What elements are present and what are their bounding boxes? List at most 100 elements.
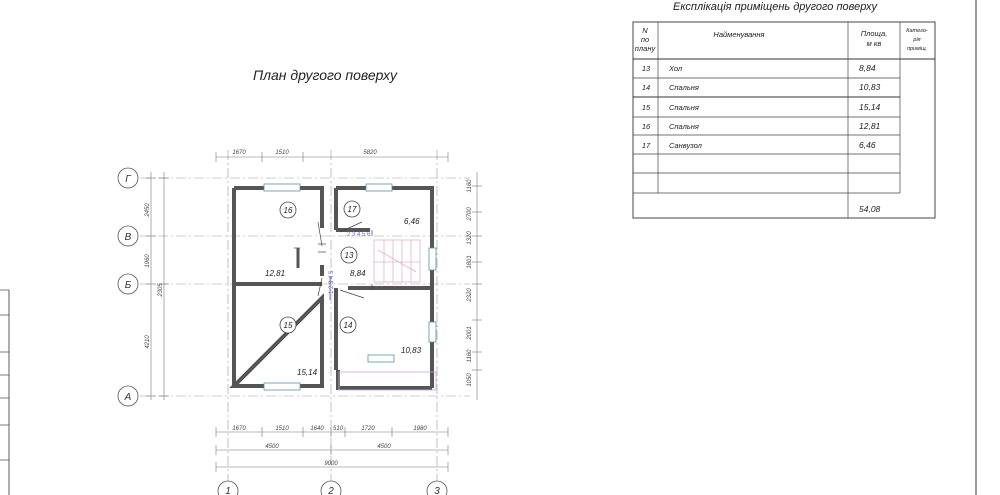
right-dim-3: 1320 (467, 231, 473, 245)
right-dim-5: 2320 (467, 288, 473, 303)
th-area-1: Площа, (861, 29, 888, 38)
bottom-dim-3: 1640 (310, 426, 324, 432)
row-area: 8,84 (859, 63, 876, 73)
table-row: 17 Санвузол 6,46 (642, 140, 876, 150)
room-17: 17 6,46 (343, 200, 420, 226)
room-15: 15 15,14 (279, 316, 318, 377)
left-dim-3: 2305 (158, 283, 164, 298)
room-16-area: 12,81 (265, 269, 285, 278)
axis-label-A: А (124, 392, 132, 403)
table-row: 16 Спальня 12,81 (642, 121, 881, 131)
row-num: 17 (642, 141, 651, 150)
top-dim-3: 5820 (363, 150, 377, 156)
bottom-dimension-line-1 (215, 427, 449, 437)
th-num-2: по (641, 35, 649, 44)
right-dim-6: 2001 (467, 326, 473, 340)
row-name: Спальня (669, 103, 699, 112)
row-name: Санвузол (669, 141, 703, 150)
grid-axes (140, 150, 470, 488)
bottom-dimension-line-2 (215, 445, 449, 455)
axis-label-B: Б (125, 280, 132, 291)
room-16: 16 12,81 (265, 201, 297, 278)
th-cat-3: приміщ. (907, 46, 927, 52)
axis-label-G: Г (125, 174, 132, 185)
th-cat-1: Катего- (906, 28, 928, 34)
bottom-dimension-total (215, 462, 449, 472)
window-room-14-side (428, 321, 437, 343)
window-room-14 (367, 354, 395, 363)
left-dim-2: 1960 (145, 254, 151, 268)
room-13: 13 8,84 (340, 246, 366, 278)
room-17-area: 6,46 (404, 217, 420, 226)
window-room-15 (263, 382, 301, 391)
left-dimension-line-inner (159, 172, 169, 400)
door-room-15 (317, 277, 323, 297)
th-num-1: N (642, 26, 648, 35)
room-15-number: 15 (284, 321, 293, 330)
window-stair (428, 247, 437, 271)
left-dim-4: 4210 (145, 335, 151, 349)
room-17-number: 17 (348, 205, 357, 214)
th-num-3: плану (635, 44, 657, 53)
bottom-dim-total: 9000 (324, 461, 338, 467)
row-num: 16 (642, 122, 651, 131)
row-area: 15,14 (859, 102, 881, 112)
th-area-2: м кв (867, 39, 882, 48)
room-13-number: 13 (345, 251, 354, 260)
row-name: Спальня (669, 122, 699, 131)
room-15-area: 15,14 (297, 368, 318, 377)
left-dimension-line-outer (146, 172, 156, 400)
window-room-17 (365, 183, 393, 192)
row-area: 12,81 (859, 121, 881, 131)
door-room-17 (339, 221, 363, 233)
bottom-dim-axis-2-3: 4500 (377, 444, 391, 450)
door-room-16 (317, 221, 323, 247)
plan-title: План другого поверху (253, 67, 398, 83)
room-14: 14 10,83 (339, 316, 422, 355)
table-title: Експлікація приміщень другого поверху (673, 1, 878, 13)
row-name: Хол (668, 64, 683, 73)
row-num: 14 (642, 83, 650, 92)
axis-bubble-A: А (117, 385, 139, 407)
right-dimension-line (472, 172, 482, 400)
bottom-dim-2: 1510 (275, 426, 289, 432)
axis-bubble-3: 3 (426, 480, 448, 495)
bottom-dim-6: 1980 (413, 426, 427, 432)
axis-bubble-2: 2 (320, 480, 342, 495)
row-area: 10,83 (859, 82, 881, 92)
right-dim-1: 1160 (467, 179, 473, 193)
right-dim-8: 1050 (467, 373, 473, 387)
row-area: 6,46 (859, 140, 876, 150)
right-dim-4: 1801 (467, 255, 473, 268)
axis-bubble-G: Г (117, 167, 139, 189)
axis-label-1: 1 (225, 486, 231, 495)
axis-label-2: 2 (327, 486, 334, 495)
stair-label-2: 1 2 3 4 5 (329, 270, 335, 294)
bottom-dim-axis-1-2: 4500 (265, 444, 279, 450)
th-cat-2: рія (912, 37, 920, 43)
window-room-16 (263, 183, 301, 192)
right-dim-2: 2700 (467, 207, 473, 222)
row-num: 15 (642, 103, 651, 112)
explication-table-grid (632, 21, 936, 219)
top-dimension-line (215, 152, 449, 162)
room-14-number: 14 (344, 321, 353, 330)
axis-label-3: 3 (434, 486, 440, 495)
room-16-number: 16 (284, 206, 293, 215)
axis-bubble-V: В (117, 225, 139, 247)
room-14-area: 10,83 (401, 346, 422, 355)
staircase (373, 239, 421, 283)
partition-details (294, 230, 373, 300)
table-total-area: 54,08 (859, 204, 881, 214)
door-room-14 (339, 289, 365, 299)
row-name: Спальня (669, 83, 699, 92)
right-dim-7: 1160 (467, 349, 473, 363)
table-row: 14 Спальня 10,83 (642, 82, 881, 92)
axis-label-V: В (125, 232, 132, 243)
top-dim-1: 1670 (232, 150, 246, 156)
bottom-dim-5: 1720 (361, 426, 375, 432)
stair-label-1: 2 3 4 5 6 (347, 232, 371, 238)
bottom-dim-4: 510 (333, 426, 344, 432)
table-row: 13 Хол 8,84 (642, 63, 876, 73)
